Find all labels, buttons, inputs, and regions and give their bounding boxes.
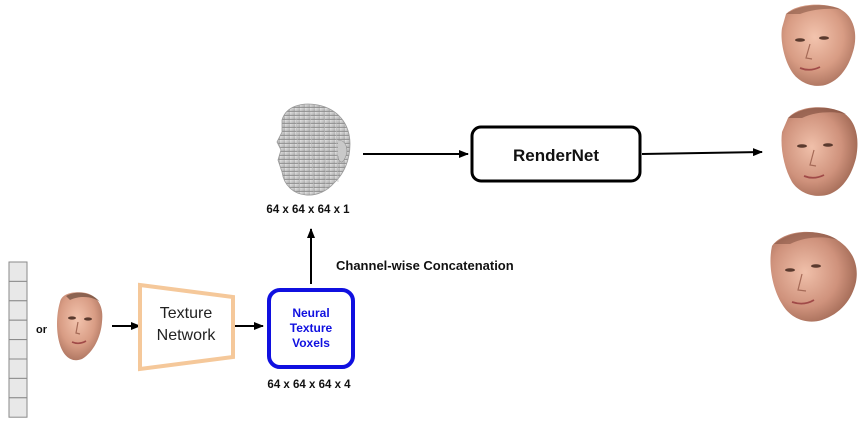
arrow-rendernet-to-output: [641, 148, 763, 157]
rendernet-label: RenderNet: [513, 146, 599, 165]
geometry-voxel-head: [276, 103, 351, 196]
geometry-voxels-size-label: 64 x 64 x 64 x 1: [266, 204, 350, 216]
vector-cell: [8, 339, 28, 360]
neural-texture-voxels-line3: Voxels: [292, 336, 330, 350]
vector-cell: [8, 261, 28, 282]
neural-texture-voxels-line2: Texture: [290, 321, 333, 335]
texture-network-label-line2: Network: [157, 327, 217, 344]
vector-cell: [8, 319, 28, 341]
texture-network-box: [138, 282, 235, 372]
texture-network-label-line1: Texture: [160, 305, 213, 322]
vector-cell: [8, 300, 28, 321]
input-face-image: [57, 292, 103, 361]
vector-cell: [8, 397, 28, 418]
output-face-3: [770, 231, 857, 322]
texture-voxels-size-label: 64 x 64 x 64 x 4: [267, 379, 351, 391]
output-face-1: [781, 4, 856, 86]
vector-cell: [8, 280, 28, 302]
rendernet-box: [470, 125, 642, 183]
neural-texture-voxels-box: [267, 288, 355, 369]
latent-vector-input: [8, 261, 28, 418]
output-face-2: [781, 107, 858, 196]
neural-texture-voxels-line1: Neural: [292, 306, 329, 320]
vector-cell: [8, 358, 28, 379]
or-label: or: [36, 324, 48, 336]
vector-cell: [8, 377, 28, 399]
channel-concat-label: Channel-wise Concatenation: [336, 258, 514, 273]
